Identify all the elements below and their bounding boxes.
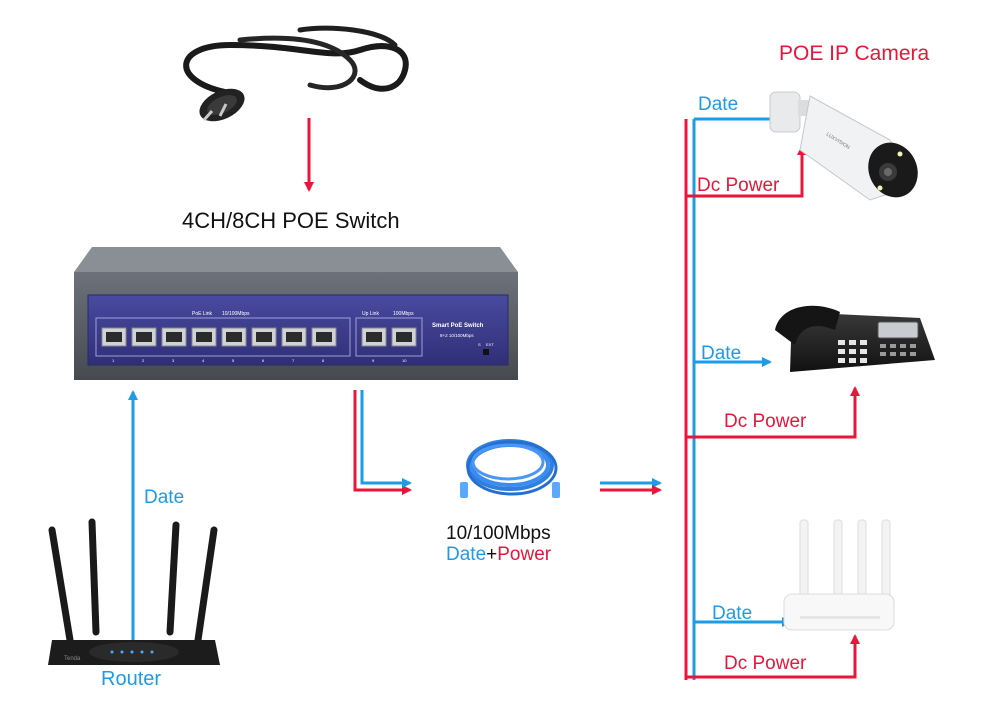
router-label: Router — [101, 668, 161, 690]
switch-port-socket — [286, 332, 302, 342]
switch-port-socket — [256, 332, 272, 342]
phone-branch-lines — [686, 357, 860, 439]
switch-port-socket — [396, 332, 412, 342]
cable-power-part: Power — [497, 544, 552, 565]
switch-port-socket — [196, 332, 212, 342]
ethernet-cable-image — [460, 439, 560, 498]
cable-to-devices-lines — [600, 478, 662, 495]
switch-led-ext-label: EXT — [486, 342, 494, 347]
switch-port-socket — [136, 332, 152, 342]
cable-date-part: Date — [446, 544, 486, 565]
switch-port-socket — [316, 332, 332, 342]
switch-port-number: 6 — [262, 358, 265, 363]
ap-power-label: Dc Power — [724, 653, 807, 674]
switch-port-number: 2 — [142, 358, 145, 363]
switch-port-number: 10 — [402, 358, 407, 363]
wireless-ap-image — [783, 519, 895, 631]
switch-port-socket — [366, 332, 382, 342]
ip-phone-image — [775, 305, 935, 372]
switch-port-number: 9 — [372, 358, 375, 363]
ip-camera-image: LUXVISION — [769, 91, 918, 201]
switch-port-number: 1 — [112, 358, 115, 363]
phone-power-label: Dc Power — [724, 411, 807, 432]
switch-led-s-label: S — [478, 342, 481, 347]
switch-port-number: 7 — [292, 358, 295, 363]
switch-to-cable-lines — [353, 390, 412, 495]
switch-model-label: 8+2 10/100Mbps — [440, 333, 474, 338]
cable-date-power-label: Date+Power — [446, 544, 552, 565]
cable-speed-label: 10/100Mbps — [446, 523, 551, 544]
camera-date-label: Date — [698, 94, 738, 115]
camera-title: POE IP Camera — [779, 42, 929, 65]
router-image: Tenda — [48, 518, 220, 665]
power-cord-image — [183, 25, 409, 122]
phone-date-label: Date — [701, 343, 741, 364]
switch-uplink-label: Up Link — [362, 311, 379, 317]
router-brand-label: Tenda — [64, 656, 81, 662]
switch-uplink-speed-label: 100Mbps — [393, 311, 414, 317]
camera-power-label: Dc Power — [697, 175, 780, 196]
switch-port-number: 5 — [232, 358, 235, 363]
switch-led — [483, 349, 489, 355]
switch-title: 4CH/8CH POE Switch — [182, 208, 400, 233]
cable-plus-part: + — [486, 544, 497, 565]
ap-date-label: Date — [712, 603, 752, 624]
router-date-label: Date — [144, 487, 184, 508]
switch-port-socket — [226, 332, 242, 342]
ap-branch-lines — [686, 617, 860, 679]
camera-branch-lines — [686, 114, 807, 198]
switch-port-number: 3 — [172, 358, 175, 363]
switch-port-socket — [106, 332, 122, 342]
switch-port-number: 8 — [322, 358, 325, 363]
switch-port-socket — [166, 332, 182, 342]
switch-poe-link-label: PoE Link — [192, 311, 213, 317]
switch-port-number: 4 — [202, 358, 205, 363]
switch-brand-label: Smart PoE Switch — [432, 323, 484, 329]
switch-poe-speed-label: 10/100Mbps — [222, 311, 250, 317]
distribution-bus — [684, 119, 696, 680]
